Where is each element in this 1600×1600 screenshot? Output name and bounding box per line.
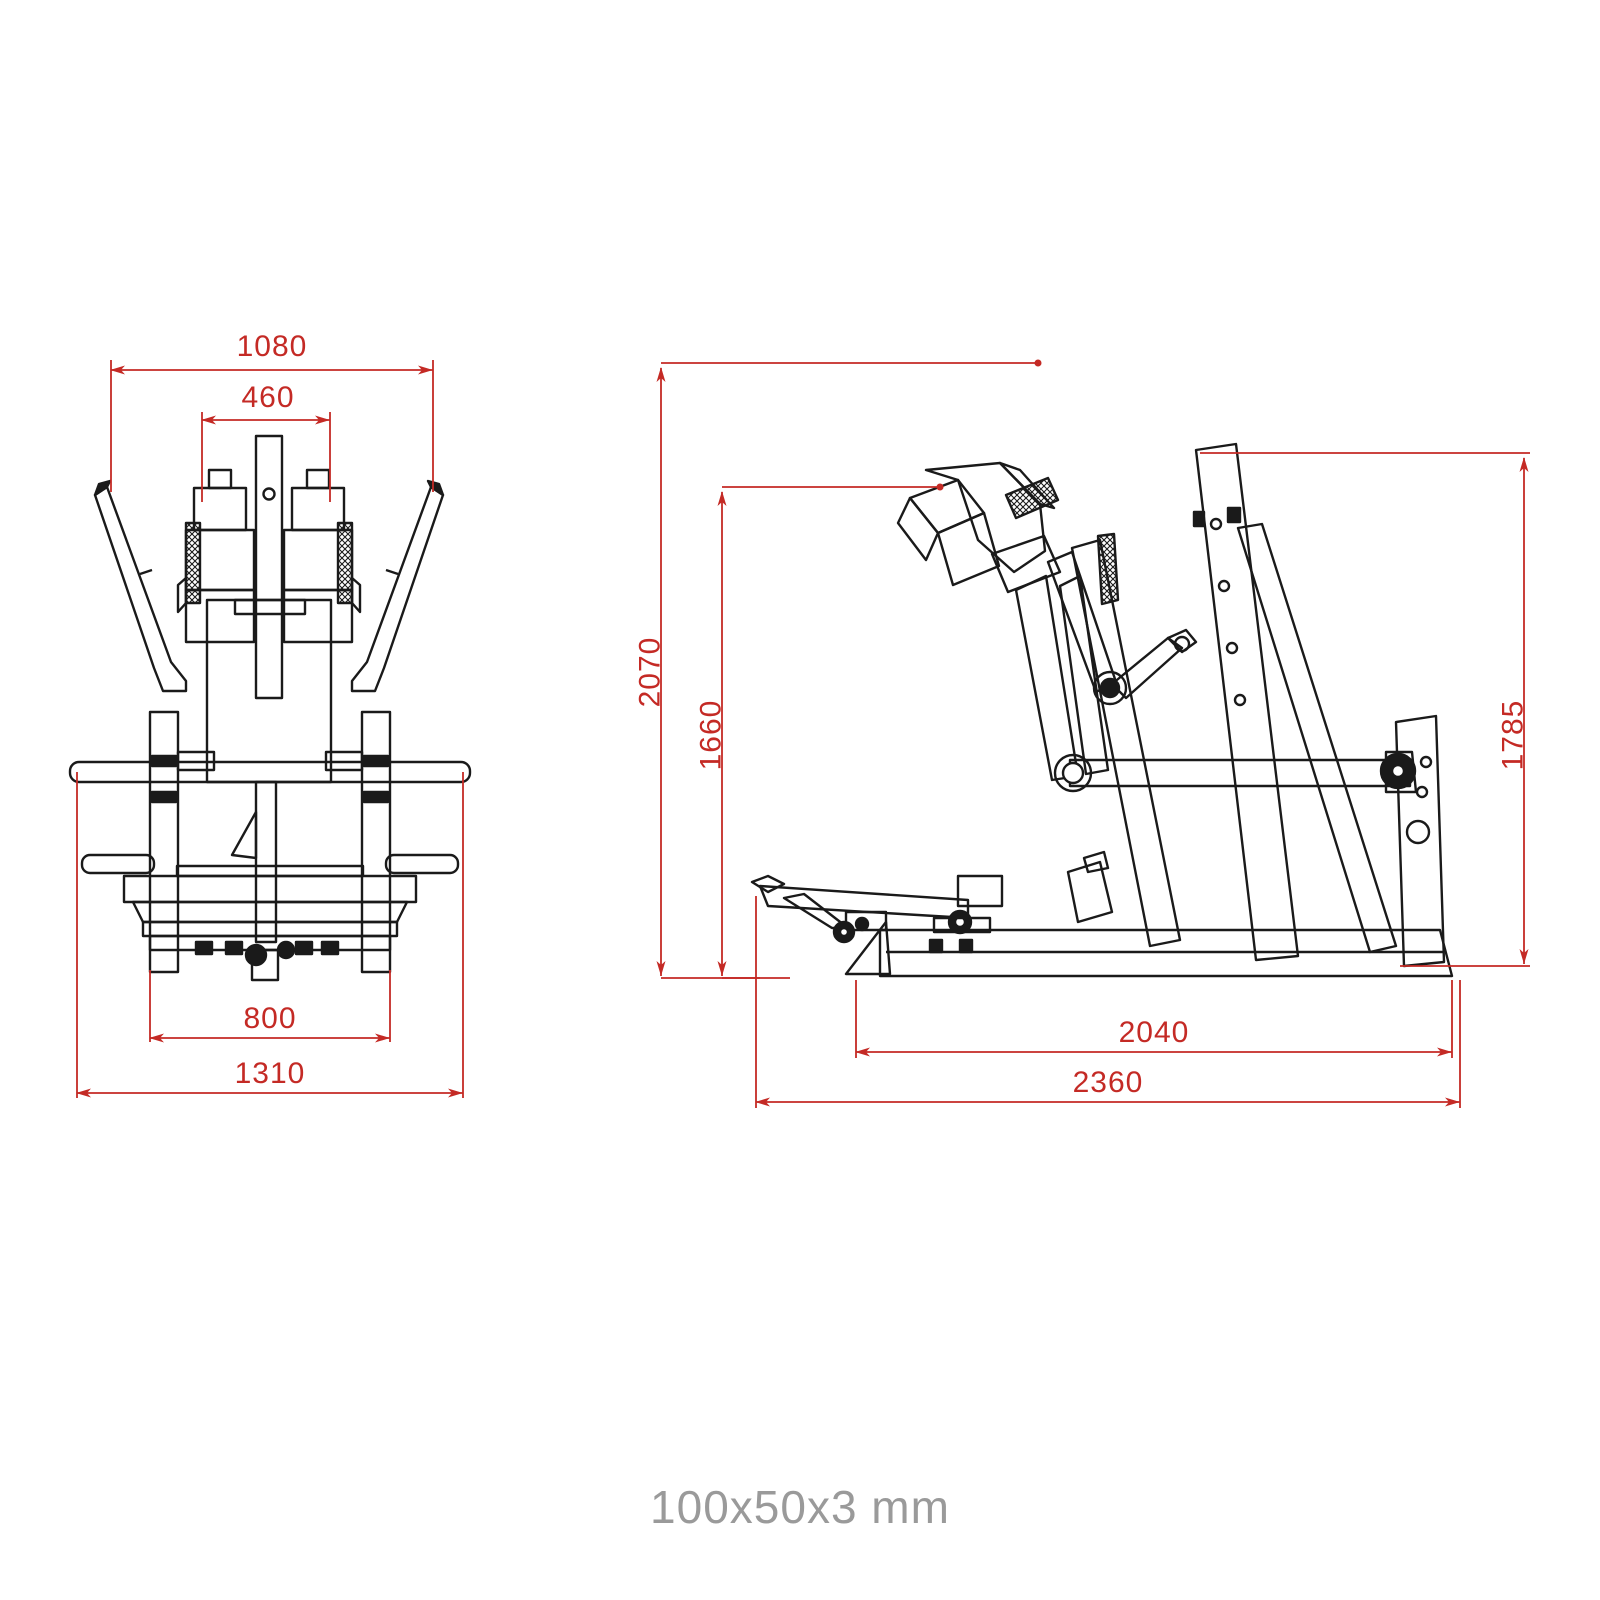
front-right-weight-horn <box>384 853 460 875</box>
profile-spec-caption: 100x50x3 mm <box>650 1481 950 1533</box>
dimension-2040: 2040 <box>855 980 1453 1058</box>
dimension-1080-label: 1080 <box>237 330 308 363</box>
dimension-2360-label: 2360 <box>1073 1066 1144 1099</box>
side-adjust-linkage <box>1092 628 1198 706</box>
dimension-1310-label: 1310 <box>235 1057 306 1090</box>
front-right-handle <box>350 479 445 693</box>
side-shoulder-pad-upper <box>896 478 1001 587</box>
front-center-lower-post <box>230 780 278 944</box>
dimension-2070: 2070 <box>634 359 1042 979</box>
side-rear-upright <box>1192 442 1300 962</box>
front-left-shoulder-pad <box>176 468 256 644</box>
side-arm-mesh-grip <box>1004 476 1060 520</box>
side-view-geometry <box>750 442 1454 978</box>
side-diagonal-brace-right <box>1236 522 1398 954</box>
dimension-2360: 2360 <box>755 896 1461 1108</box>
dimension-800-label: 800 <box>243 1002 296 1035</box>
dimension-1785: 1785 <box>1200 452 1530 967</box>
dimension-1660: 1660 <box>695 483 944 979</box>
side-foot-platform <box>750 874 1004 944</box>
side-base-rail <box>878 928 1454 978</box>
front-view-geometry <box>68 434 472 982</box>
front-left-handle <box>93 479 188 693</box>
front-crossbar-brackets <box>176 750 364 772</box>
dimension-1080: 1080 <box>110 330 434 492</box>
front-right-shoulder-pad <box>282 468 362 644</box>
dimension-2040-label: 2040 <box>1119 1016 1190 1049</box>
dimension-1310: 1310 <box>76 772 464 1098</box>
side-front-upright <box>1070 538 1182 948</box>
dimension-800: 800 <box>149 970 391 1043</box>
dimension-460-label: 460 <box>241 381 294 414</box>
front-cross-tube <box>233 598 307 616</box>
side-rear-leg <box>1394 714 1446 968</box>
dimension-1785-label: 1785 <box>1497 700 1530 771</box>
dimension-1660-label: 1660 <box>695 700 728 771</box>
front-footplate <box>122 864 418 938</box>
front-left-weight-horn <box>80 853 156 875</box>
front-carriage-hardware <box>148 934 392 982</box>
side-shoulder-pad-lower <box>990 534 1062 594</box>
dimension-460: 460 <box>201 381 331 502</box>
side-lower-bracket <box>1066 850 1114 924</box>
front-view-dimensions: 1080 460 800 1310 <box>76 330 464 1098</box>
side-pivot-beam <box>1053 750 1418 794</box>
front-center-post <box>254 434 284 700</box>
front-top-crossbar <box>68 760 472 784</box>
dimension-2070-label: 2070 <box>634 637 667 708</box>
side-view-dimensions: 2070 1660 1785 2040 <box>634 359 1530 1108</box>
front-left-upright <box>148 710 180 974</box>
front-backrest-plate <box>205 598 333 784</box>
front-right-upright <box>360 710 392 974</box>
